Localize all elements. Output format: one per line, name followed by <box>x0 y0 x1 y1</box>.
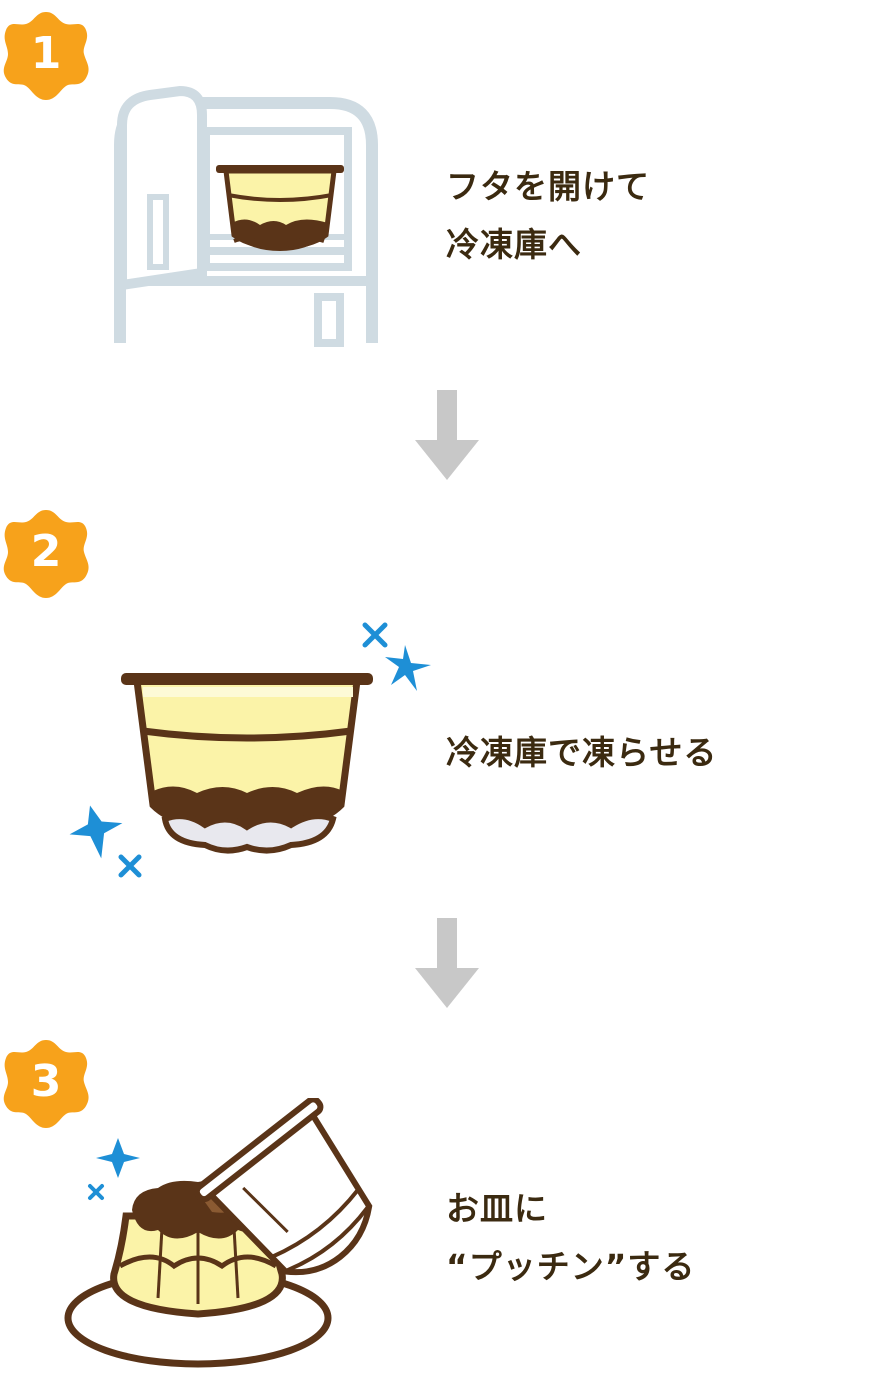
freezer-with-pudding-illustration <box>114 85 378 347</box>
step-1-line-1: フタを開けて <box>446 167 650 206</box>
pudding-on-plate-illustration <box>64 1098 373 1368</box>
step-1-number: 1 <box>30 28 62 79</box>
step-1-badge: 1 <box>0 8 92 100</box>
frozen-pudding-illustration <box>69 622 431 878</box>
step-1-line-2: 冷凍庫へ <box>446 225 582 264</box>
step-2-label: 冷凍庫で凍らせる <box>446 724 717 782</box>
flower-badge-icon <box>3 1040 89 1128</box>
step-2-line-1: 冷凍庫で凍らせる <box>446 733 718 772</box>
step-3-line-1: お皿に <box>446 1189 548 1228</box>
step-3-number: 3 <box>30 1056 62 1107</box>
step-3-badge: 3 <box>0 1036 92 1128</box>
flower-badge-icon <box>3 510 89 598</box>
sparkle-icon <box>362 622 388 648</box>
down-arrow-icon <box>415 390 479 480</box>
step-2-number: 2 <box>30 526 62 577</box>
down-arrow-icon <box>415 918 479 1008</box>
step-1-label: フタを開けて 冷凍庫へ <box>446 158 650 274</box>
step-3-label: お皿に “プッチン”する <box>446 1180 695 1296</box>
step-2-badge: 2 <box>0 506 92 598</box>
flower-badge-icon <box>3 12 89 100</box>
step-3-line-2: “プッチン”する <box>446 1247 696 1286</box>
